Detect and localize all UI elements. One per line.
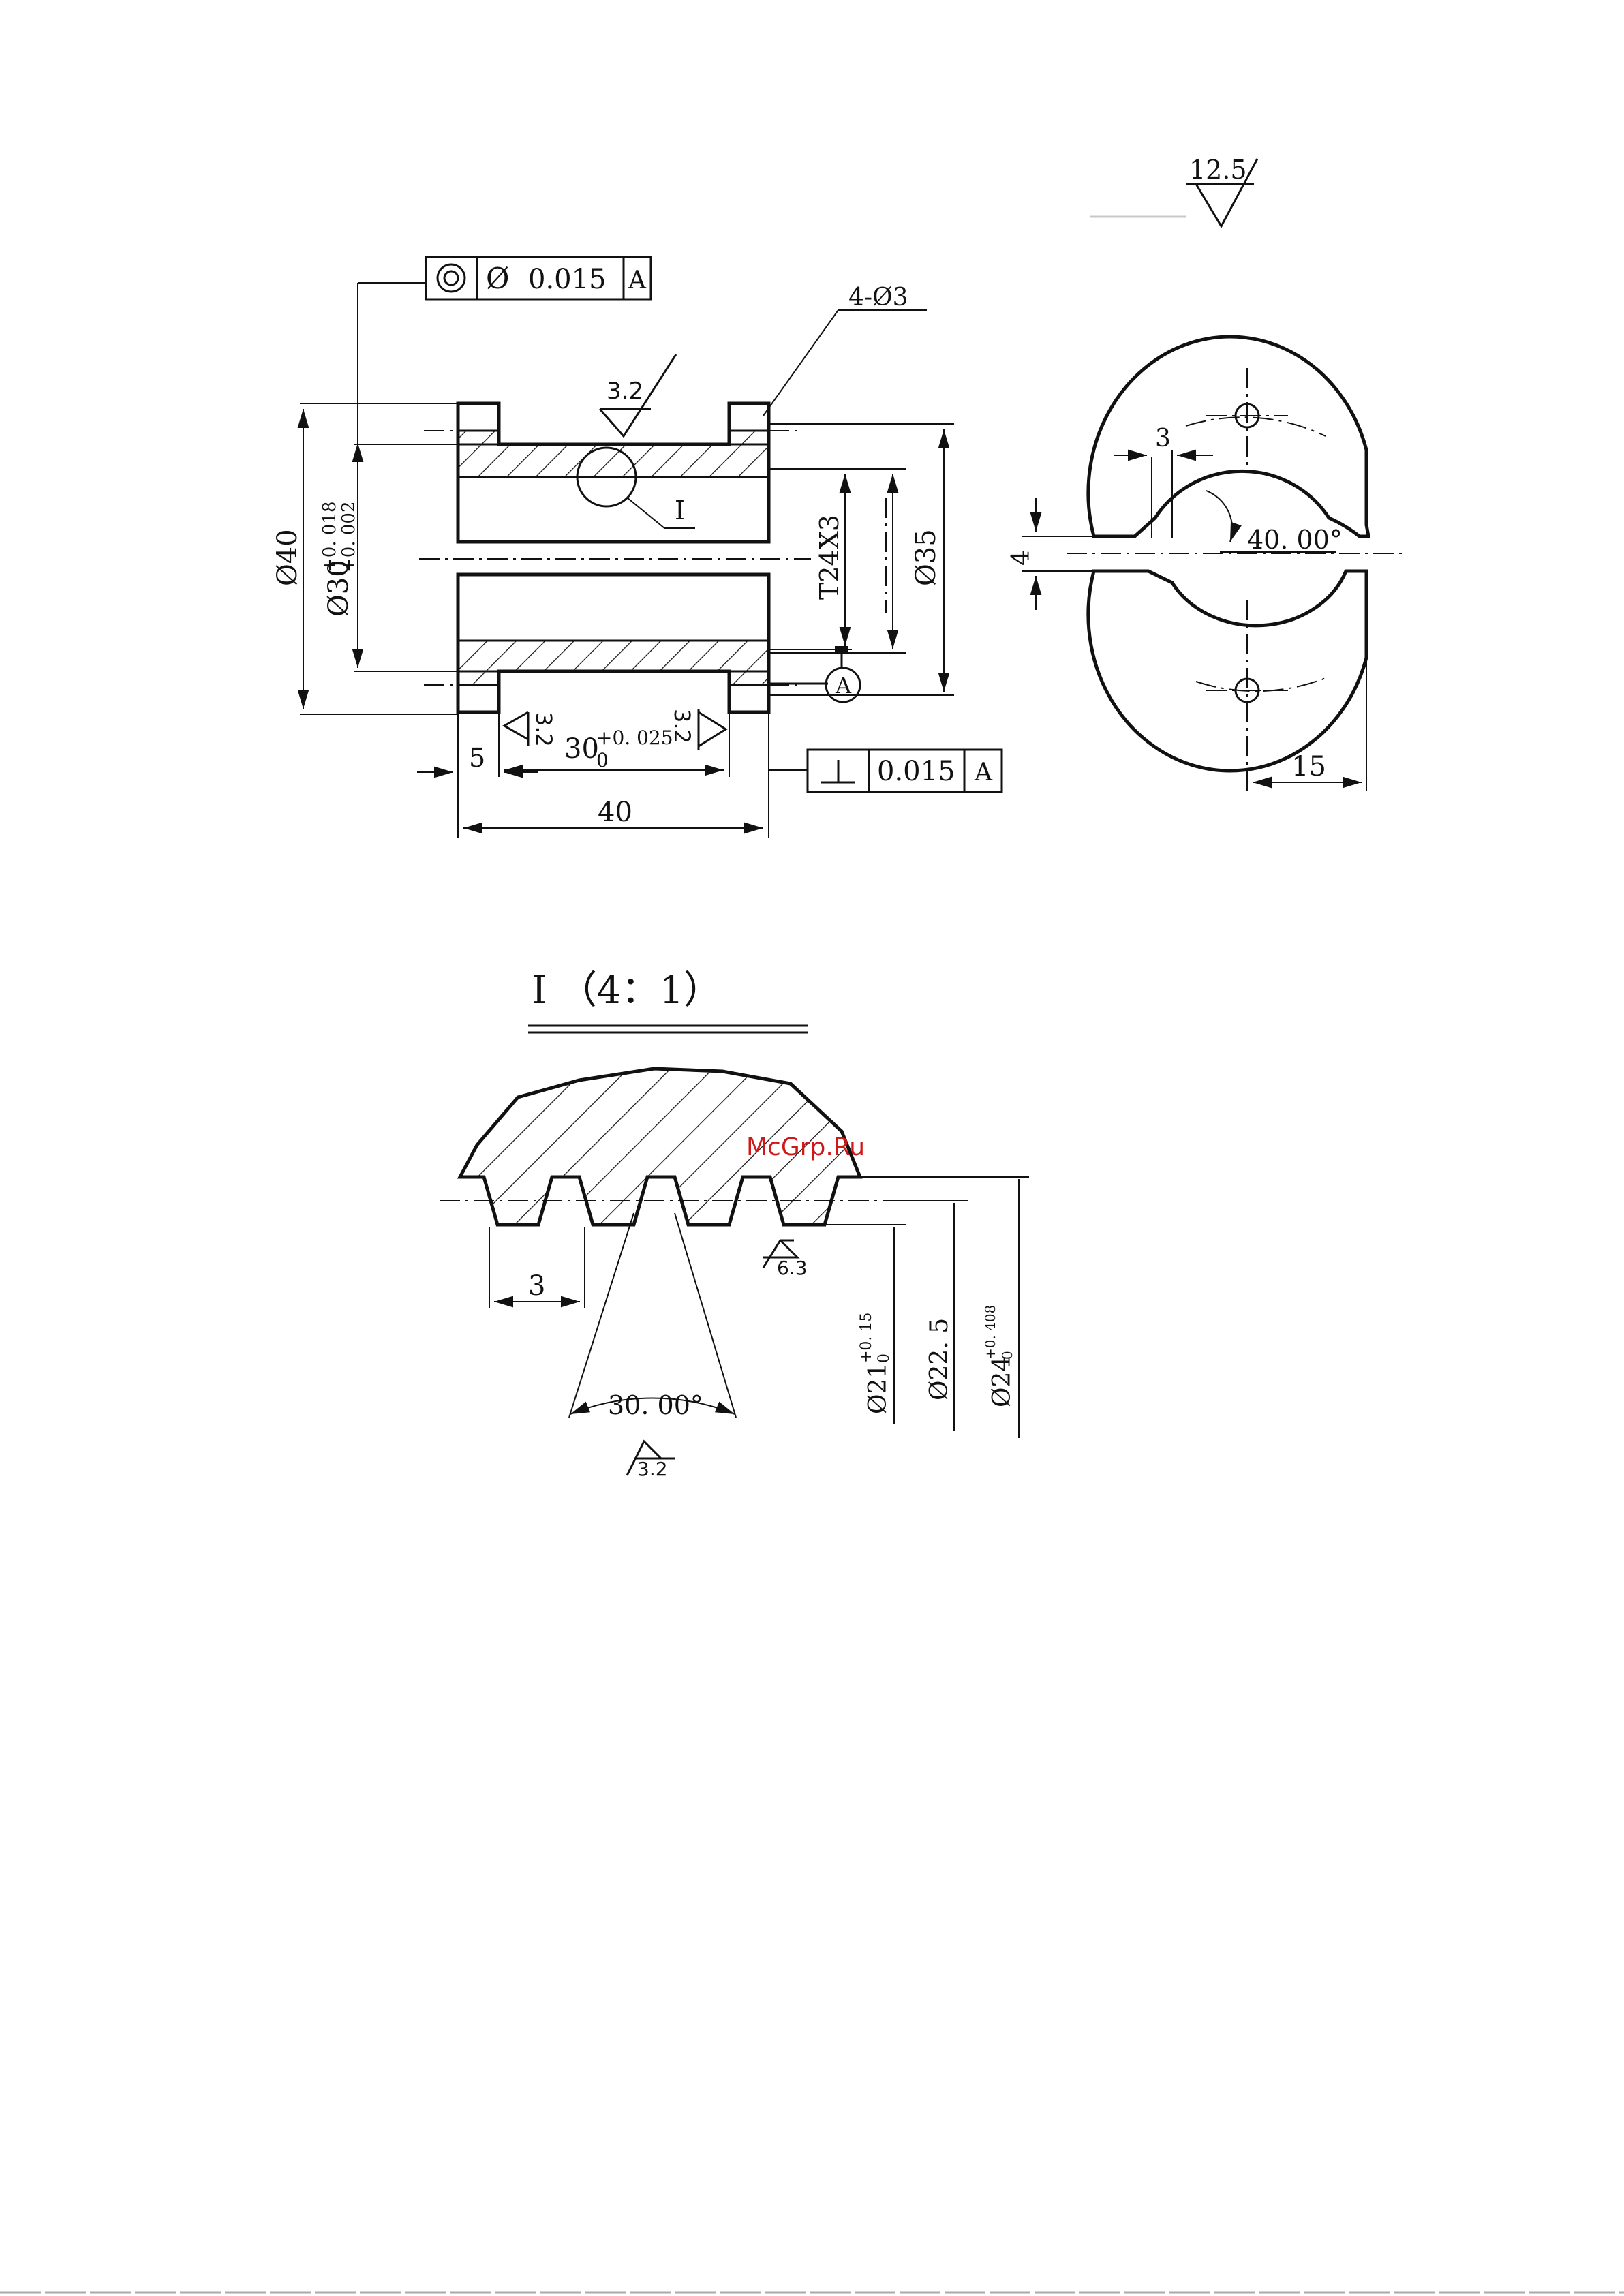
- dim-thread-angle: 30. 00°: [608, 1390, 703, 1420]
- concentricity-datum: A: [628, 266, 647, 294]
- datum-a-label: A: [835, 673, 852, 699]
- concentricity-value-prefix: Ø: [486, 262, 509, 295]
- bore-roughness-value: 3.2: [607, 378, 643, 405]
- front-view: I 4-Ø3 3.2 3.2 3.2 Ø40 Ø30 +0. 018: [272, 283, 954, 838]
- concentricity-frame: Ø 0.015 A: [426, 257, 651, 299]
- dim-bore-tol-upper: +0. 018: [320, 502, 340, 572]
- dim-inner-length-tol-upper: +0. 025: [596, 726, 673, 749]
- general-roughness-value: 12.5: [1189, 155, 1247, 185]
- dim-pitch-dia: Ø22. 5: [925, 1318, 953, 1400]
- svg-text:3.2: 3.2: [669, 709, 695, 744]
- dim-major-tol-lower: 0: [999, 1351, 1015, 1360]
- dim-minor-tol-upper: +0. 15: [858, 1313, 875, 1363]
- face-roughness-right: 3.2: [669, 709, 726, 750]
- dim-shoulder-dia: Ø35: [910, 529, 942, 586]
- side-view-upper-half: [1088, 337, 1368, 536]
- dim-minor-dia: Ø21: [864, 1363, 892, 1414]
- detail-view: I （4：1） Ø21 +0. 15 0 Ø22. 5 Ø24 +0. 408 …: [440, 968, 1029, 1480]
- flank-roughness-value: 6.3: [777, 1257, 808, 1279]
- dim-gap: 4: [1007, 550, 1035, 566]
- perpendicularity-datum: A: [974, 759, 993, 786]
- dim-inner-length: 30: [564, 733, 599, 765]
- side-view: 3 4 40. 00° 15: [1007, 337, 1404, 791]
- dim-outer-dia: Ø40: [272, 529, 303, 586]
- dim-inner-length-tol-lower: 0: [596, 749, 609, 771]
- dim-major-tol-upper: +0. 408: [982, 1305, 998, 1360]
- dim-shoulder-width: 5: [469, 743, 485, 773]
- side-view-lower-half: [1088, 571, 1366, 771]
- concentricity-value: 0.015: [528, 264, 607, 295]
- detail-view-title: I （4：1）: [532, 968, 722, 1013]
- dim-minor-tol-lower: 0: [876, 1353, 893, 1363]
- dim-major-dia: Ø24: [988, 1356, 1016, 1407]
- holes-callout: 4-Ø3: [848, 284, 908, 311]
- svg-text:3.2: 3.2: [531, 712, 557, 747]
- watermark: McGrp.Ru: [746, 1133, 865, 1161]
- lower-hatched-wall: [458, 641, 769, 671]
- perpendicularity-frame: 0.015 A: [808, 750, 1002, 792]
- detail-callout-label: I: [675, 495, 685, 525]
- dim-thread: T24X3: [814, 515, 844, 600]
- dim-half-width: 15: [1291, 751, 1326, 782]
- dim-angle: 40. 00°: [1247, 525, 1343, 555]
- dim-slot-offset: 3: [1155, 425, 1171, 453]
- angle-roughness-value: 3.2: [637, 1458, 668, 1480]
- dim-overall-length: 40: [598, 797, 632, 828]
- face-roughness-left: 3.2: [504, 712, 557, 747]
- perpendicularity-value: 0.015: [877, 756, 955, 787]
- general-roughness-symbol: 12.5: [1090, 155, 1257, 226]
- dim-pitch: 3: [528, 1270, 545, 1302]
- dim-bore-tol-lower: +0. 002: [339, 502, 359, 572]
